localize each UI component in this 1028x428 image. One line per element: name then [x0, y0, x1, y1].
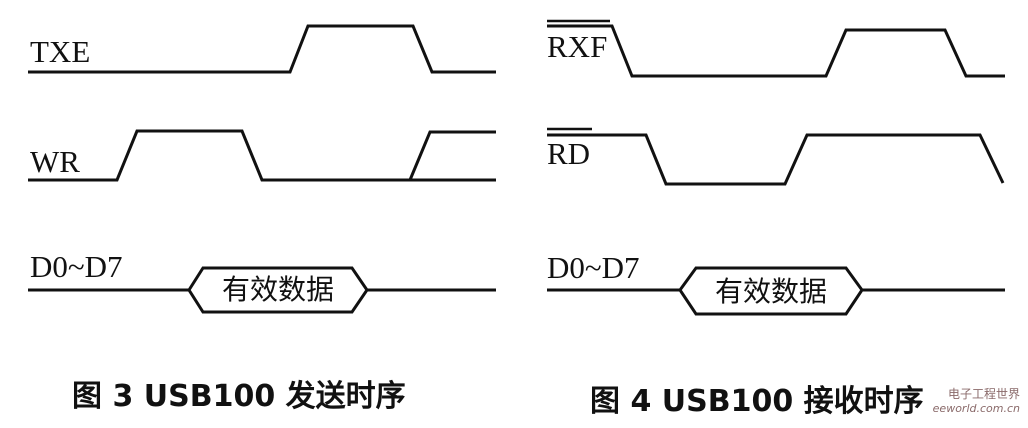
waveform-wr [28, 129, 496, 182]
bus-valid-data-send [187, 266, 369, 314]
watermark-line-2: eeworld.com.cn [933, 402, 1020, 415]
signal-label-rxf: RXF [547, 29, 607, 64]
signal-label-txe: TXE [30, 34, 90, 69]
signal-label-rd: RD [547, 136, 590, 171]
signal-label-d0-d7-receive: D0~D7 [547, 250, 640, 285]
bus-text-receive: 有效数据 [715, 275, 827, 308]
figure-4-caption: 图 4 USB100 接收时序 [590, 384, 924, 419]
bus-text-send: 有效数据 [222, 273, 334, 306]
waveform-wr-rise [408, 130, 496, 181]
bus-valid-data-receive [678, 266, 864, 316]
figure-3-caption: 图 3 USB100 发送时序 [72, 379, 406, 414]
figure-3: TXE WR D0~D7 有效数据 图 3 USB100 发送时序 [28, 24, 496, 414]
signal-label-d0-d7-send: D0~D7 [30, 249, 123, 284]
figure-4: RXF RD D0~D7 有效数据 图 4 USB100 接收时序 [547, 19, 1005, 419]
waveform-rxf [547, 24, 1005, 78]
waveform-rd [547, 133, 1005, 186]
signal-label-wr: WR [30, 144, 80, 179]
waveform-txe [28, 24, 496, 74]
watermark-line-1: 电子工程世界 [948, 386, 1020, 401]
watermark-logo: 电子工程世界 eeworld.com.cn [933, 386, 1020, 415]
